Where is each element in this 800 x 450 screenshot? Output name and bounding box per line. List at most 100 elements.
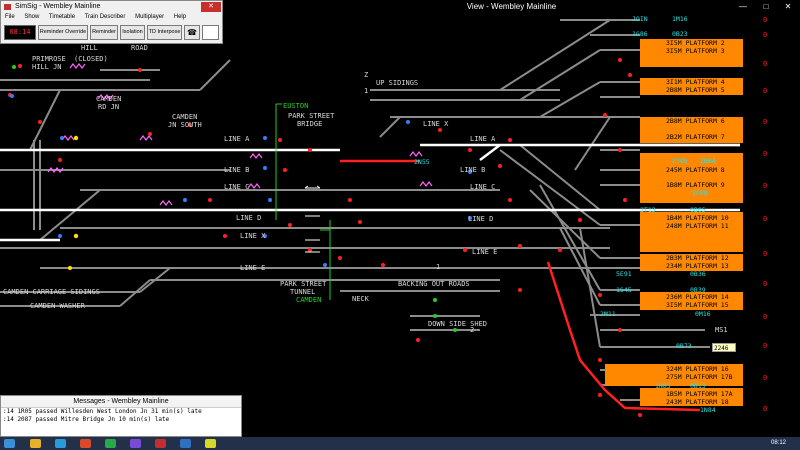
label-two: 2	[470, 326, 475, 334]
maximize-button[interactable]: □	[763, 2, 769, 11]
close-icon[interactable]: ✕	[201, 2, 221, 12]
td-2m11[interactable]: 2M11	[600, 310, 616, 318]
simsig-icon[interactable]	[155, 439, 166, 448]
app-icon[interactable]	[105, 439, 116, 448]
td-join[interactable]: JOIN	[632, 15, 648, 23]
label-line-x: LINE X	[240, 232, 266, 240]
view-window-titlebar[interactable]: View - Wembley Mainline — □ ✕	[223, 0, 800, 14]
app-icon	[4, 4, 11, 10]
app-icon[interactable]	[180, 439, 191, 448]
phone-icon: ☎	[187, 28, 197, 37]
start-icon[interactable]	[4, 439, 15, 448]
messages-title[interactable]: Messages - Wembley Mainline	[1, 396, 241, 408]
platform-6: 2B8M PLATFORM 6	[666, 117, 725, 125]
label-camden-rd: CAMDEN	[96, 95, 122, 103]
taskbar-clock: 08:12	[770, 440, 786, 446]
td-2t13[interactable]: 2T13	[640, 206, 656, 214]
label-primrose: PRIMROSE	[32, 55, 66, 63]
td-2n55[interactable]: 2N55	[414, 158, 430, 166]
counter-zero: 0	[763, 313, 768, 321]
td-0b23[interactable]: 0B23	[672, 30, 688, 38]
td-2c08[interactable]: 2C08	[692, 189, 708, 197]
menu-timetable[interactable]: Timetable	[48, 14, 76, 20]
platform-5: 2B8M PLATFORM 5	[666, 86, 725, 94]
td-interpose-input[interactable]: 2246	[712, 343, 736, 352]
app-icon[interactable]	[205, 439, 216, 448]
label-line-d-east: LINE D	[468, 215, 494, 223]
td-1m16[interactable]: 1M16	[672, 15, 688, 23]
platform-15: 3I5M PLATFORM 15	[666, 301, 729, 309]
label-one: 1	[364, 87, 369, 95]
label-camden-carriage-sidings: CAMDEN CARRIAGE SIDINGS	[3, 288, 100, 296]
label-camden-jn: CAMDEN	[172, 113, 198, 121]
platform-17b: 275M PLATFORM 17B	[666, 373, 733, 381]
td-1n85[interactable]: 1N85	[655, 382, 671, 390]
control-title: SimSig - Wembley Mainline	[15, 3, 101, 10]
platform-8: 245M PLATFORM 8	[666, 166, 725, 174]
control-titlebar[interactable]: SimSig - Wembley Mainline ✕	[1, 1, 222, 13]
td-0b39[interactable]: 0B39	[690, 286, 706, 294]
counter-zero: 0	[763, 250, 768, 258]
td-0b73[interactable]: 0B73	[676, 342, 692, 350]
phone-button[interactable]: ☎	[184, 25, 200, 40]
messages-window: Messages - Wembley Mainline :14 1R05 pas…	[0, 395, 242, 437]
sim-clock: 08:14	[4, 25, 36, 40]
simsig-control-window: SimSig - Wembley Mainline ✕ File Show Ti…	[0, 0, 223, 44]
counter-zero: 0	[763, 87, 768, 95]
control-menubar: File Show Timetable Train Describer Mult…	[1, 13, 222, 22]
counter-zero: 0	[763, 150, 768, 158]
td-2n04[interactable]: 2N04	[700, 157, 716, 165]
counter-zero: 0	[763, 215, 768, 223]
view-window-title: View - Wembley Mainline	[466, 2, 557, 11]
label-line-x-east: LINE X	[423, 120, 449, 128]
counter-zero: 0	[763, 280, 768, 288]
reminder-override-button[interactable]: Reminder Override	[38, 25, 88, 40]
counter-zero: 0	[763, 118, 768, 126]
td-1n84[interactable]: 1N84	[700, 406, 716, 414]
label-park-street-tunnel: PARK STREET	[280, 280, 327, 288]
td-interpose-button[interactable]: TD Interpose	[147, 25, 182, 40]
menu-file[interactable]: File	[5, 14, 15, 20]
label-closed: (CLOSED)	[74, 55, 108, 63]
reminder-button[interactable]: Reminder	[90, 25, 118, 40]
td-0b13[interactable]: 0B13	[690, 382, 706, 390]
label-line-b-east: LINE B	[460, 166, 486, 174]
app-icon[interactable]	[130, 439, 141, 448]
menu-show[interactable]: Show	[24, 14, 40, 20]
td-0m16[interactable]: 0M16	[695, 310, 711, 318]
counter-zero: 0	[763, 60, 768, 68]
td-2y05[interactable]: 2Y05	[672, 157, 688, 165]
ie-icon[interactable]	[55, 439, 66, 448]
counter-zero: 0	[763, 182, 768, 190]
explorer-icon[interactable]	[30, 439, 41, 448]
menu-train-describer[interactable]: Train Describer	[84, 14, 126, 20]
platform-14: 236M PLATFORM 14	[666, 293, 729, 301]
label-line-e: LINE E	[240, 264, 266, 272]
taskbar: 08:12	[0, 437, 800, 450]
label-tunnel: TUNNEL	[290, 288, 316, 296]
td-1s45[interactable]: 1S45	[616, 286, 632, 294]
label-camden-washer: CAMDEN WASHER	[30, 302, 85, 310]
chrome-icon[interactable]	[80, 439, 91, 448]
counter-zero: 0	[763, 374, 768, 382]
counter-zero: 0	[763, 31, 768, 39]
close-button[interactable]: ✕	[784, 2, 792, 11]
isolation-button[interactable]: Isolation	[120, 25, 145, 40]
label-one-b: 1	[436, 263, 441, 271]
td-0b05[interactable]: 0B05	[690, 206, 706, 214]
menu-help[interactable]: Help	[173, 14, 187, 20]
td-1g86[interactable]: 1G86	[632, 30, 648, 38]
platform-12: 2B3M PLATFORM 12	[666, 254, 729, 262]
td-5e91[interactable]: 5E91	[616, 270, 632, 278]
counter-zero: 0	[763, 405, 768, 413]
label-euston: EUSTON	[283, 102, 309, 110]
menu-multiplayer[interactable]: Multiplayer	[135, 14, 165, 20]
minimize-button[interactable]: —	[739, 2, 747, 11]
platform-17a: 1B5M PLATFORM 17A	[666, 390, 733, 398]
platform-13: 234M PLATFORM 13	[666, 262, 729, 270]
platform-4: 3I1M PLATFORM 4	[666, 78, 725, 86]
td-0b36[interactable]: 0B36	[690, 270, 706, 278]
blank-button[interactable]	[202, 25, 219, 40]
label-neck: NECK	[352, 295, 369, 303]
